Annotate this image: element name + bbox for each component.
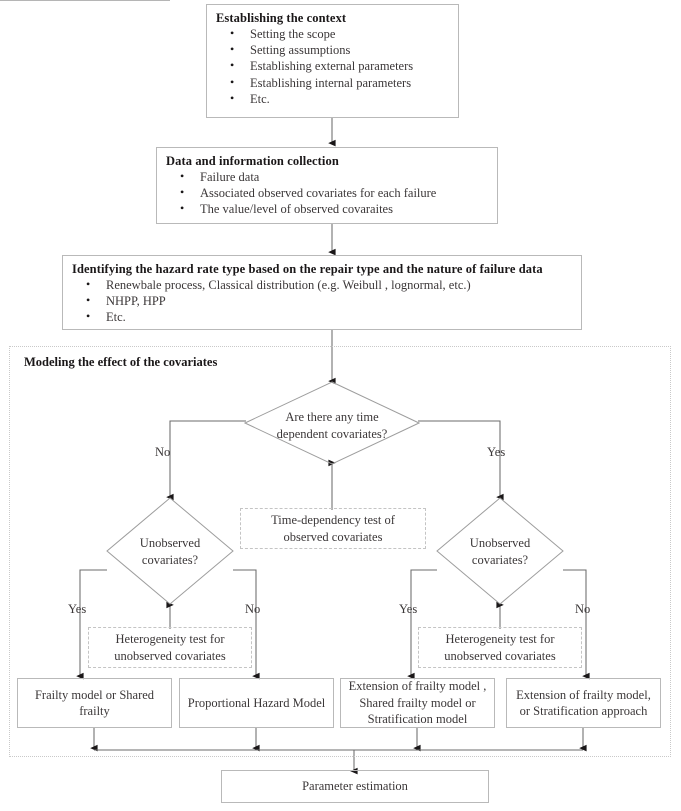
box-heterogeneity-test-right: Heterogeneity test for unobserved covari… [418, 627, 582, 668]
decision-time-dependent-covariates [244, 381, 420, 465]
list-item: Associated observed covariates for each … [166, 184, 489, 201]
decision-left-unobserved-label: Unobserved covariates? [139, 536, 201, 567]
decision-right-unobserved-label: Unobserved covariates? [469, 536, 531, 567]
edge-label-time-yes: Yes [487, 445, 506, 459]
decision-right-unobserved-covariates [436, 497, 564, 605]
list-item: Renewbale process, Classical distributio… [72, 276, 573, 293]
list-item: The value/level of observed covaraites [166, 200, 489, 217]
edge-label-left-no: No [245, 602, 261, 616]
box-outcome-frailty-or-shared-frailty: Frailty model or Shared frailty [17, 678, 172, 728]
box-outcome-proportional-hazard-model: Proportional Hazard Model [179, 678, 334, 728]
edge-label-time-no: No [155, 445, 171, 459]
box-outcome-extension-shared-stratification: Extension of frailty model , Shared frai… [340, 678, 495, 728]
edge-label-right-no: No [575, 602, 591, 616]
box-outcome-extension-stratification-approach: Extension of frailty model, or Stratific… [506, 678, 661, 728]
list-item: Setting assumptions [216, 41, 450, 58]
box-establishing-heading: Establishing the context [216, 11, 347, 25]
edge-label-left-yes: Yes [68, 602, 87, 616]
box-parameter-estimation: Parameter estimation [221, 770, 489, 803]
list-item: Setting the scope [216, 25, 450, 42]
list-item: Etc. [216, 90, 450, 107]
group-modeling-effect-of-covariates [9, 346, 671, 757]
box-hazard-rate-bullets: Renewbale process, Classical distributio… [72, 276, 573, 326]
list-item: Failure data [166, 168, 489, 185]
list-item: Establishing external parameters [216, 57, 450, 74]
box-establishing-the-context: Establishing the context Setting the sco… [206, 4, 459, 118]
box-establishing-bullets: Setting the scope Setting assumptions Es… [216, 25, 450, 107]
decision-left-unobserved-covariates [106, 497, 234, 605]
list-item: Establishing internal parameters [216, 74, 450, 91]
box-hazard-rate-heading: Identifying the hazard rate type based o… [72, 262, 543, 276]
edge-label-right-yes: Yes [399, 602, 418, 616]
list-item: NHPP, HPP [72, 292, 573, 309]
box-heterogeneity-test-left: Heterogeneity test for unobserved covari… [88, 627, 252, 668]
box-time-dependency-test: Time-dependency test of observed covaria… [240, 508, 426, 549]
group-label-modeling-effect: Modeling the effect of the covariates [24, 355, 218, 369]
list-item: Etc. [72, 308, 573, 325]
box-data-collection-heading: Data and information collection [166, 154, 339, 168]
box-data-collection-bullets: Failure data Associated observed covaria… [166, 168, 489, 218]
box-identifying-hazard-rate-type: Identifying the hazard rate type based o… [62, 255, 582, 330]
box-data-and-information-collection: Data and information collection Failure … [156, 147, 498, 224]
decision-time-dependent-label: Are there any time dependent covariates? [276, 410, 388, 441]
